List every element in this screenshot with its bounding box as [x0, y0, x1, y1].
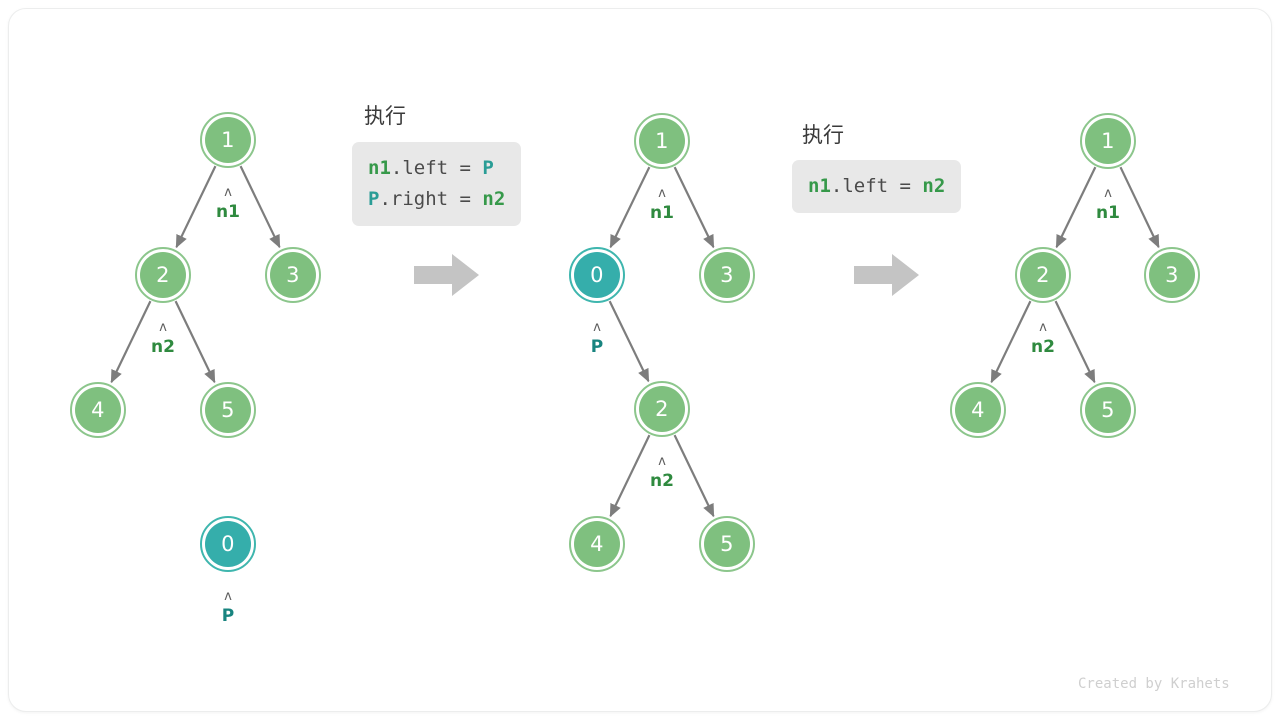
tree-node-value: 0 — [205, 521, 251, 567]
code-token: .left = — [390, 157, 483, 179]
pointer-label-n1: ʌ n1 — [198, 186, 258, 221]
pointer-label-n1: ʌ n1 — [632, 187, 692, 222]
tree-node-value: 4 — [955, 387, 1001, 433]
tree-node-5[interactable]: 5 — [1080, 382, 1136, 438]
caret-up-icon: ʌ — [224, 185, 232, 200]
tree-node-value: 3 — [704, 252, 750, 298]
exec-caption: 执行 — [364, 104, 406, 128]
caret-up-icon: ʌ — [159, 320, 167, 335]
code-snippet: n1.left = n2 — [792, 160, 962, 213]
code-line: n1.left = P — [368, 153, 505, 184]
code-line: n1.left = n2 — [808, 171, 945, 202]
caret-up-icon: ʌ — [658, 454, 666, 469]
code-token: n1 — [368, 157, 391, 179]
code-token: n2 — [922, 175, 946, 197]
code-token: n2 — [482, 187, 506, 210]
caret-up-icon: ʌ — [224, 589, 232, 604]
caret-up-icon: ʌ — [658, 186, 666, 201]
tree-node-2[interactable]: 2 — [135, 247, 191, 303]
pointer-name: P — [590, 337, 604, 357]
pointer-label-n2: ʌ n2 — [133, 321, 193, 356]
pointer-name: n1 — [216, 202, 240, 222]
code-token: .left = — [830, 175, 923, 197]
tree-node-4[interactable]: 4 — [950, 382, 1006, 438]
tree-node-2[interactable]: 2 — [1015, 247, 1071, 303]
tree-node-4[interactable]: 4 — [569, 516, 625, 572]
tree-node-3[interactable]: 3 — [699, 247, 755, 303]
code-token: n1 — [808, 175, 831, 197]
pointer-name: n2 — [650, 471, 674, 491]
tree-node-value: 5 — [1085, 387, 1131, 433]
tree-node-0[interactable]: 0 — [569, 247, 625, 303]
pointer-name: n1 — [650, 203, 674, 223]
caret-up-icon: ʌ — [1104, 186, 1112, 201]
pointer-name: n1 — [1096, 203, 1120, 223]
transition-arrow-icon — [414, 252, 480, 303]
tree-node-value: 4 — [574, 521, 620, 567]
pointer-label-n1: ʌ n1 — [1078, 187, 1138, 222]
tree-node-value: 0 — [574, 252, 620, 298]
tree-node-value: 2 — [140, 252, 186, 298]
tree-node-value: 3 — [270, 252, 316, 298]
tree-node-5[interactable]: 5 — [699, 516, 755, 572]
pointer-name: n2 — [151, 337, 175, 357]
code-token: P — [368, 187, 380, 210]
tree-node-3[interactable]: 3 — [265, 247, 321, 303]
tree-node-value: 3 — [1149, 252, 1195, 298]
tree-node-3[interactable]: 3 — [1144, 247, 1200, 303]
pointer-label-n2: ʌ n2 — [1013, 321, 1073, 356]
tree-node-4[interactable]: 4 — [70, 382, 126, 438]
code-token: .right = — [379, 187, 483, 210]
tree-node-1[interactable]: 1 — [1080, 113, 1136, 169]
watermark: Created by Krahets — [1078, 676, 1230, 692]
tree-node-0[interactable]: 0 — [200, 516, 256, 572]
tree-node-value: 1 — [1085, 118, 1131, 164]
code-token: P — [482, 157, 494, 179]
tree-node-value: 5 — [704, 521, 750, 567]
transition-arrow-icon — [854, 252, 920, 303]
pointer-name: n2 — [1031, 337, 1055, 357]
tree-node-value: 5 — [205, 387, 251, 433]
tree-node-2[interactable]: 2 — [634, 381, 690, 437]
exec-caption: 执行 — [802, 123, 844, 147]
tree-node-value: 1 — [205, 117, 251, 163]
tree-node-value: 1 — [639, 118, 685, 164]
code-line: P.right = n2 — [368, 184, 505, 215]
tree-node-value: 4 — [75, 387, 121, 433]
pointer-label-n2: ʌ n2 — [632, 455, 692, 490]
tree-node-1[interactable]: 1 — [200, 112, 256, 168]
tree-node-5[interactable]: 5 — [200, 382, 256, 438]
pointer-name: P — [221, 606, 235, 626]
tree-node-1[interactable]: 1 — [634, 113, 690, 169]
tree-node-value: 2 — [1020, 252, 1066, 298]
caret-up-icon: ʌ — [1039, 320, 1047, 335]
caret-up-icon: ʌ — [593, 320, 601, 335]
tree-node-value: 2 — [639, 386, 685, 432]
